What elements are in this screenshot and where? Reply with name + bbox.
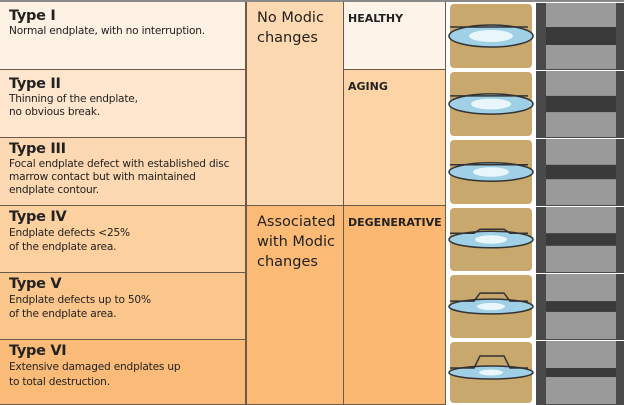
mri-image (536, 138, 624, 206)
stage-degenerative: DEGENERATIVE (344, 206, 446, 405)
stage-label: DEGENERATIVE (348, 216, 442, 229)
type-title: Type IV (9, 209, 67, 225)
row-type-4: Type IV Endplate defects <25% of the end… (0, 206, 246, 273)
type-title: Type II (9, 76, 61, 92)
type-title: Type VI (9, 343, 67, 359)
row-type-3: Type III Focal endplate defect with esta… (0, 138, 246, 206)
row-type-1: Type I Normal endplate, with no interrup… (0, 2, 246, 70)
type-description: Thinning of the endplate, no obvious bre… (9, 93, 138, 118)
mri-column (536, 2, 624, 405)
row-type-5: Type V Endplate defects up to 50% of the… (0, 273, 246, 340)
type-description: Normal endplate, with no interruption. (9, 25, 205, 37)
mri-image (536, 70, 624, 138)
type-title: Type V (9, 276, 62, 292)
disc-illustration (448, 72, 534, 136)
stage-label: HEALTHY (348, 12, 404, 25)
modic-associated: Associated with Modic changes (246, 206, 344, 405)
disc-illustration (448, 140, 534, 204)
type-description: Endplate defects <25% of the endplate ar… (9, 227, 130, 253)
disc-illustration (448, 342, 534, 403)
disc-illustration (448, 208, 534, 271)
type-title: Type I (9, 8, 56, 24)
mri-image (536, 2, 624, 70)
modic-label: Associated with Modic changes (257, 214, 336, 270)
type-description: Extensive damaged endplates up to total … (9, 361, 181, 388)
type-description: Endplate defects up to 50% of the endpla… (9, 294, 151, 320)
row-type-2: Type II Thinning of the endplate, no obv… (0, 70, 246, 138)
type-description: Focal endplate defect with established d… (9, 158, 230, 196)
stage-label: AGING (348, 80, 388, 93)
disc-illustration (448, 4, 534, 68)
modic-label: No Modic changes (257, 10, 324, 46)
disc-illustration (448, 275, 534, 338)
stage-healthy: HEALTHY (344, 2, 446, 70)
illustration-column (446, 2, 536, 405)
mri-image (536, 273, 624, 340)
mri-image (536, 206, 624, 273)
row-type-6: Type VI Extensive damaged endplates up t… (0, 340, 246, 405)
modic-no-changes: No Modic changes (246, 2, 344, 206)
mri-image (536, 340, 624, 405)
type-title: Type III (9, 141, 66, 157)
stage-aging: AGING (344, 70, 446, 206)
